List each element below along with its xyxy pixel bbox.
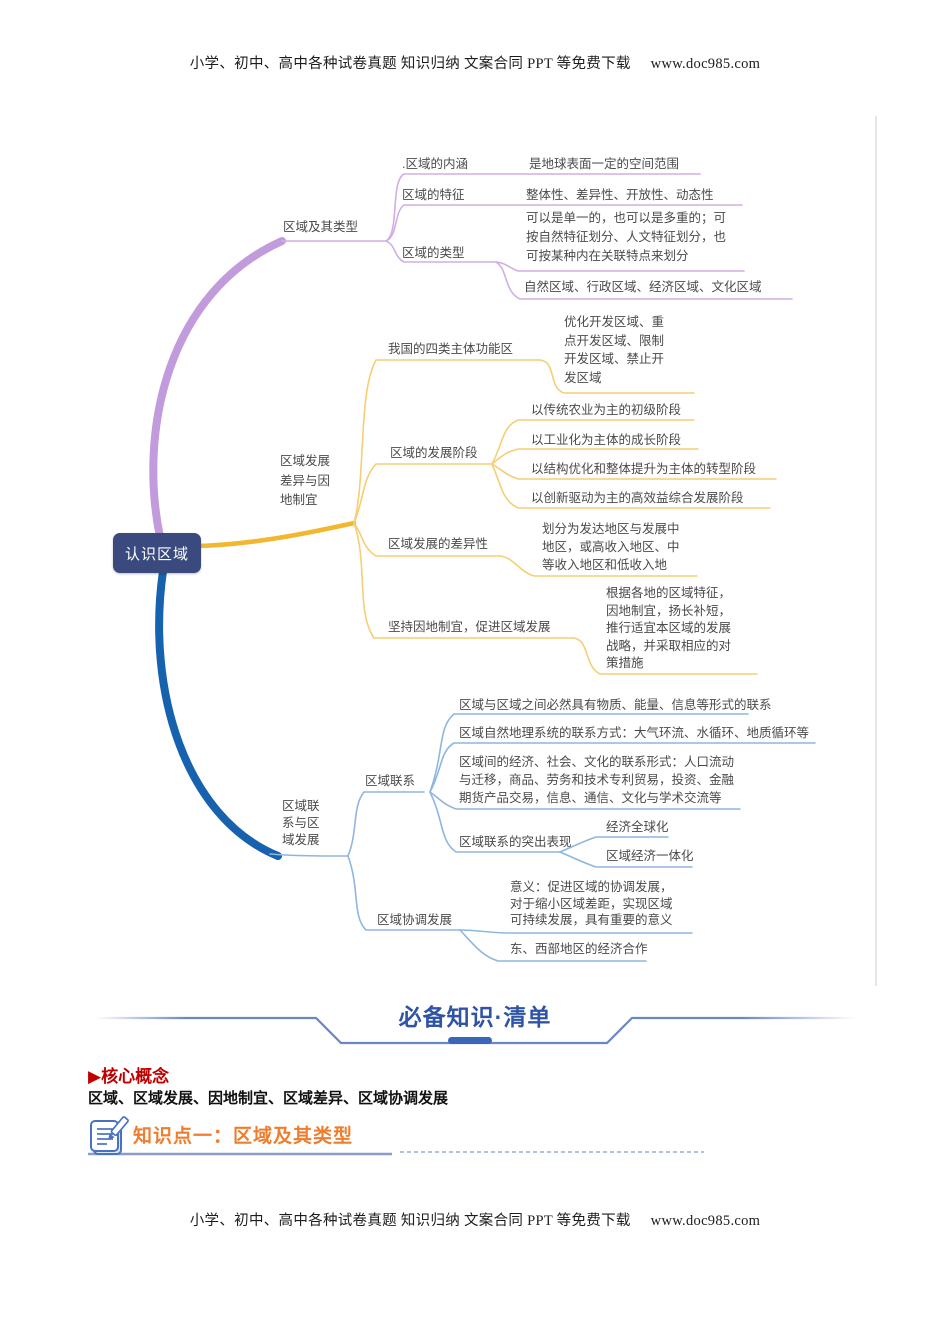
branch1-purple-lines: [149, 173, 793, 541]
page-footer: 小学、初中、高中各种试卷真题 知识归纳 文案合同 PPT 等免费下载 www.do…: [0, 1209, 950, 1230]
b2-c3-label: 区域发展的差异性: [388, 537, 489, 551]
b2-c2-label: 区域的发展阶段: [390, 446, 478, 460]
b3-c1-item: 区域与区域之间必然具有物质、能量、信息等形式的联系: [459, 698, 772, 712]
branch1-label: 区域及其类型: [283, 220, 359, 234]
b2-c2-item: 以结构优化和整体提升为主体的转型阶段: [531, 462, 757, 476]
core-concepts-heading: ▶核心概念: [88, 1067, 170, 1086]
branch1-trunk: [149, 237, 286, 541]
page-header: 小学、初中、高中各种试卷真题 知识归纳 文案合同 PPT 等免费下载 www.do…: [0, 52, 950, 73]
notepad-pencil-icon: [90, 1116, 129, 1155]
b2-c1-content: 优化开发区域、重点开发区域、限制开发区域、禁止开发区域: [564, 315, 665, 385]
b3-c1-sub-item: 区域经济一体化: [606, 849, 694, 863]
footer-text: 小学、初中、高中各种试卷真题 知识归纳 文案合同 PPT 等免费下载: [189, 1213, 631, 1229]
b2-c2-item: 以创新驱动为主的高效益综合发展阶段: [531, 491, 744, 505]
knowledge-point-title: 知识点一：区域及其类型: [133, 1126, 354, 1147]
branch3-trunk: [155, 567, 282, 860]
branch2-label: 区域发展差异与因地制宜: [280, 454, 331, 507]
core-concepts-body: 区域、区域发展、因地制宜、区域差异、区域协调发展: [88, 1090, 449, 1107]
banner-ribbon: [95, 1016, 856, 1045]
b3-c2-content: 意义：促进区域的协调发展，对于缩小区域差距，实现区域可持续发展，具有重要的意义: [510, 880, 673, 927]
b3-c1-sub-label: 区域联系的突出表现: [459, 835, 572, 849]
header-site-url: www.doc985.com: [650, 56, 761, 72]
footer-site-url: www.doc985.com: [650, 1213, 761, 1229]
b3-c1-label: 区域联系: [365, 774, 416, 788]
b2-c4-label: 坚持因地制宜，促进区域发展: [388, 620, 551, 634]
b3-c1-item: 区域间的经济、社会、文化的联系形式：人口流动与迁移，商品、劳务和技术专利贸易，投…: [459, 755, 735, 805]
b1-c2-label: 区域的特征: [402, 188, 465, 202]
banner-title: 必备知识·清单: [398, 1004, 552, 1030]
b1-c2-content: 整体性、差异性、开放性、动态性: [526, 188, 714, 202]
branch2-yellow-lines: [197, 359, 777, 675]
b1-c1-label: .区域的内涵: [402, 157, 468, 171]
branch3-blue-lines: [155, 567, 816, 962]
banner-center-bar: [448, 1037, 492, 1044]
b1-c3-label: 区域的类型: [402, 246, 465, 260]
b2-c4-content: 根据各地的区域特征，因地制宜，扬长补短，推行适宜本区域的发展战略，并采取相应的对…: [606, 586, 732, 670]
b3-c2-label: 区域协调发展: [377, 913, 453, 927]
b3-c1-sub-item: 经济全球化: [606, 820, 669, 834]
header-text: 小学、初中、高中各种试卷真题 知识归纳 文案合同 PPT 等免费下载: [189, 56, 631, 72]
b2-c3-content: 划分为发达地区与发展中地区，或高收入地区、中等收入地区和低收入地: [542, 522, 680, 572]
branch2-trunk: [197, 520, 357, 549]
b2-c2-item: 以工业化为主体的成长阶段: [531, 433, 682, 447]
b1-c3-child: 自然区域、行政区域、经济区域、文化区域: [524, 280, 762, 294]
b2-c2-item: 以传统农业为主的初级阶段: [531, 403, 682, 417]
b3-c2-child: 东、西部地区的经济合作: [510, 942, 648, 956]
b2-c1-label: 我国的四类主体功能区: [388, 342, 514, 356]
b1-c3-content: 可以是单一的，也可以是多重的；可按自然特征划分、人文特征划分，也可按某种内在关联…: [526, 211, 727, 263]
branch3-label: 区域联系与区域发展: [282, 799, 320, 847]
b3-c1-item: 区域自然地理系统的联系方式：大气环流、水循环、地质循环等: [459, 726, 810, 740]
b1-c1-content: 是地球表面一定的空间范围: [529, 157, 680, 171]
knowledge-point-underline: [88, 1151, 704, 1156]
mindmap-root-node: 认识区域: [113, 533, 201, 573]
